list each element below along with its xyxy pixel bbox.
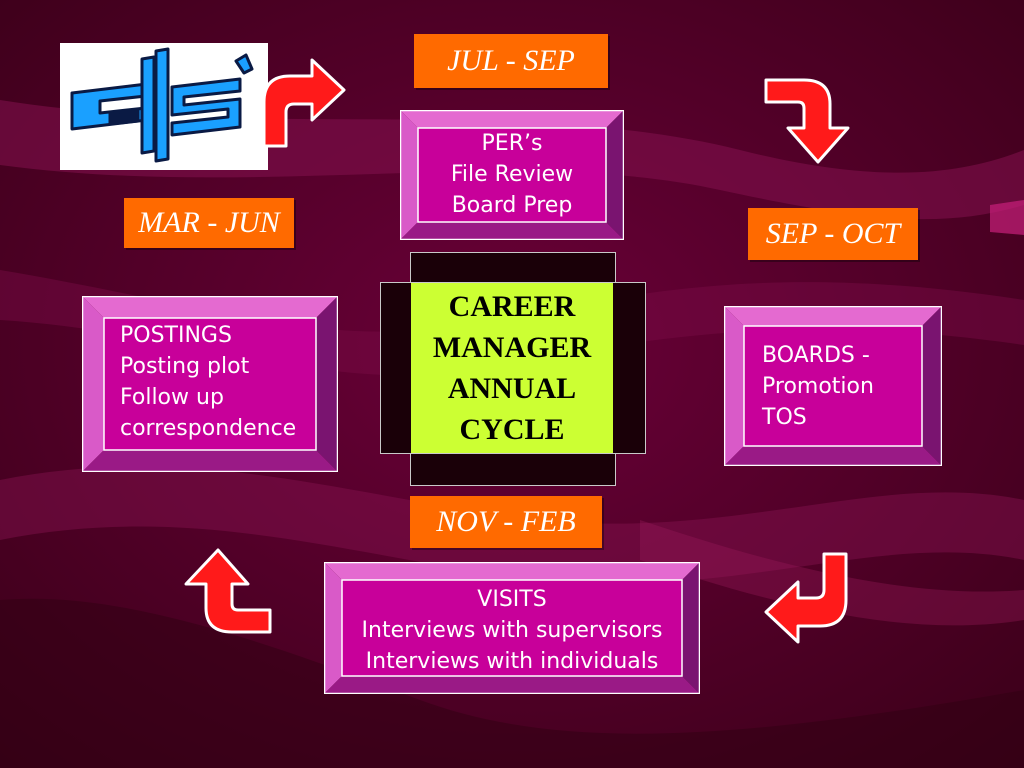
stage-line: Promotion bbox=[762, 374, 874, 399]
bevel-inner-outline bbox=[103, 317, 317, 451]
stage-line: Follow up bbox=[120, 385, 224, 410]
bevel-frame bbox=[724, 306, 942, 466]
center-title-line: CAREER bbox=[448, 290, 576, 323]
stage-box-visits: VISITS Interviews with supervisors Inter… bbox=[324, 562, 700, 694]
stage-box-postings-text: POSTINGS Posting plot Follow up correspo… bbox=[120, 320, 296, 444]
bevel-frame bbox=[400, 110, 624, 240]
bevel-face bbox=[724, 306, 744, 466]
bevel-face bbox=[324, 562, 342, 694]
stage-line: correspondence bbox=[120, 416, 297, 441]
bevel-face bbox=[342, 580, 682, 676]
stage-line: TOS bbox=[762, 405, 807, 430]
stage-line: POSTINGS bbox=[120, 323, 232, 348]
bevel-face bbox=[324, 562, 700, 580]
stage-box-boards-text: BOARDS - Promotion TOS bbox=[762, 340, 874, 433]
bevel-face bbox=[316, 296, 338, 472]
period-label-sep-oct: SEP - OCT bbox=[748, 208, 918, 260]
stage-line: Interviews with individuals bbox=[365, 649, 659, 674]
stage-box-pers: PER’s File Review Board Prep bbox=[400, 110, 624, 240]
curved-arrow-icon bbox=[262, 58, 346, 150]
period-label-jul-sep: JUL - SEP bbox=[414, 34, 608, 88]
bevel-frame bbox=[82, 296, 338, 472]
curved-arrow-icon bbox=[764, 78, 854, 164]
bevel-face bbox=[682, 562, 700, 694]
bevel-inner-outline bbox=[743, 325, 923, 447]
bevel-face bbox=[922, 306, 942, 466]
bevel-face bbox=[744, 326, 922, 446]
center-title-line: MANAGER bbox=[432, 331, 592, 364]
curved-arrow-icon bbox=[764, 552, 850, 644]
bevel-outline bbox=[82, 296, 338, 472]
bevel-face bbox=[724, 306, 942, 326]
stage-line: Interviews with supervisors bbox=[361, 618, 663, 643]
stage-box-pers-text: PER’s File Review Board Prep bbox=[400, 128, 624, 221]
bevel-inner-outline bbox=[417, 127, 607, 223]
center-title: CAREER MANAGER ANNUAL CYCLE bbox=[411, 283, 613, 453]
bevel-outline bbox=[724, 306, 942, 466]
bevel-frame bbox=[324, 562, 700, 694]
bevel-face bbox=[400, 222, 624, 240]
bevel-face bbox=[324, 676, 700, 694]
bevel-outline bbox=[400, 110, 624, 240]
bevel-face bbox=[606, 110, 624, 240]
stage-line: File Review bbox=[450, 162, 574, 187]
bevel-inner-outline bbox=[341, 579, 683, 677]
period-label-mar-jun: MAR - JUN bbox=[124, 198, 294, 248]
organization-logo-icon bbox=[70, 47, 254, 163]
bevel-face bbox=[82, 296, 104, 472]
stage-box-postings: POSTINGS Posting plot Follow up correspo… bbox=[82, 296, 338, 472]
center-title-line: ANNUAL bbox=[447, 372, 577, 405]
bevel-face bbox=[400, 110, 418, 240]
bevel-face bbox=[82, 296, 338, 318]
bevel-face bbox=[724, 446, 942, 466]
curved-arrow-icon bbox=[182, 548, 272, 634]
bevel-face bbox=[104, 318, 316, 450]
bevel-face bbox=[400, 110, 624, 128]
period-label-nov-feb: NOV - FEB bbox=[410, 496, 602, 548]
center-title-line: CYCLE bbox=[459, 413, 565, 446]
organization-logo bbox=[60, 43, 268, 170]
stage-line: Posting plot bbox=[120, 354, 250, 379]
stage-line: VISITS bbox=[477, 587, 547, 612]
stage-line: Board Prep bbox=[451, 193, 573, 218]
stage-line: PER’s bbox=[481, 131, 543, 156]
stage-line: BOARDS - bbox=[762, 343, 870, 368]
bevel-face bbox=[82, 450, 338, 472]
stage-box-boards: BOARDS - Promotion TOS bbox=[724, 306, 942, 466]
stage-box-visits-text: VISITS Interviews with supervisors Inter… bbox=[324, 584, 700, 677]
bevel-face bbox=[418, 128, 606, 222]
bevel-outline bbox=[324, 562, 700, 694]
